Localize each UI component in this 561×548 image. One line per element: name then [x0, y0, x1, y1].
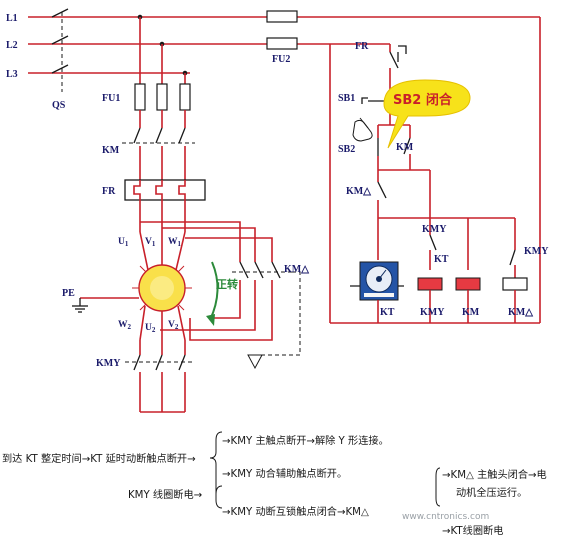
note-kt-coil-off: →KT线圈断电: [442, 526, 504, 537]
watermark: www.cntronics.com: [402, 512, 490, 522]
label-coil-kt: KT: [380, 307, 395, 318]
delta-wiring: [140, 221, 292, 341]
label-v1: V1: [145, 237, 156, 248]
label-fr-main: FR: [102, 186, 116, 197]
label-coil-kmy: KMY: [420, 307, 445, 318]
label-sb1: SB1: [338, 93, 355, 104]
label-v2-subscript: 2: [175, 323, 179, 331]
hand-pointer-icon: [352, 117, 373, 142]
label-l3: L3: [6, 69, 18, 80]
note-kmy-aux-off: →KMY 动合辅助触点断开。: [222, 469, 348, 480]
label-kmy-main: KMY: [96, 358, 121, 369]
sb2-callout: [383, 79, 471, 149]
label-w1-subscript: 1: [178, 240, 182, 248]
label-u2: U2: [145, 323, 156, 334]
note-kmy-coil-off: KMY 线圈断电→: [128, 490, 203, 501]
label-kmd-ctrl: KM△: [346, 186, 371, 197]
label-w2: W2: [118, 320, 132, 331]
note-kmd-main-close: →KM△ 主触头闭合→电: [442, 470, 547, 481]
label-fu1: FU1: [102, 93, 120, 104]
note-kmy-interlock: →KMY 动断互锁触点闭合→KM△: [222, 507, 369, 518]
note-kt-timeout: 到达 KT 整定时间→KT 延时动断触点断开→: [2, 454, 196, 465]
label-rotation: 正转: [216, 277, 238, 291]
label-coil-km: KM: [462, 307, 480, 318]
note-kmy-main-off: →KMY 主触点断开→解除 Y 形连接。: [222, 436, 389, 447]
label-kmy-ctrl2: KMY: [524, 246, 549, 257]
control-circuit: [266, 10, 541, 324]
label-l2: L2: [6, 40, 18, 51]
label-km-main: KM: [102, 145, 120, 156]
motor: [72, 231, 219, 341]
kmy-main-contacts: [125, 271, 301, 413]
label-kmy-ctrl1: KMY: [422, 224, 447, 235]
label-v1-subscript: 1: [152, 240, 156, 248]
label-pe: PE: [62, 288, 75, 299]
text-flow-brackets: [209, 431, 441, 509]
main-phase-wires: [122, 17, 206, 232]
label-w2-subscript: 2: [128, 323, 132, 331]
label-fu2: FU2: [272, 54, 290, 65]
callout-text: SB2 闭合: [393, 92, 453, 108]
label-l1: L1: [6, 13, 18, 24]
label-fr-top: FR: [355, 41, 369, 52]
label-sb2: SB2: [338, 144, 355, 155]
label-qs: QS: [52, 100, 66, 111]
label-v2: V2: [168, 320, 179, 331]
label-u1: U1: [118, 237, 129, 248]
label-u1-subscript: 1: [125, 240, 129, 248]
label-kmd-main: KM△: [284, 264, 309, 275]
label-km-ctrl: KM: [396, 142, 414, 153]
label-coil-kmd: KM△: [508, 307, 533, 318]
note-full-voltage: 动机全压运行。: [456, 488, 528, 499]
label-w1: W1: [168, 237, 182, 248]
diagram-labels: L1 L2 L3 QS FU1 FU2 FR SB1 SB2 KM FR U1 …: [6, 13, 549, 369]
label-u2-subscript: 2: [152, 326, 156, 334]
label-kt-ctrl: KT: [434, 254, 449, 265]
